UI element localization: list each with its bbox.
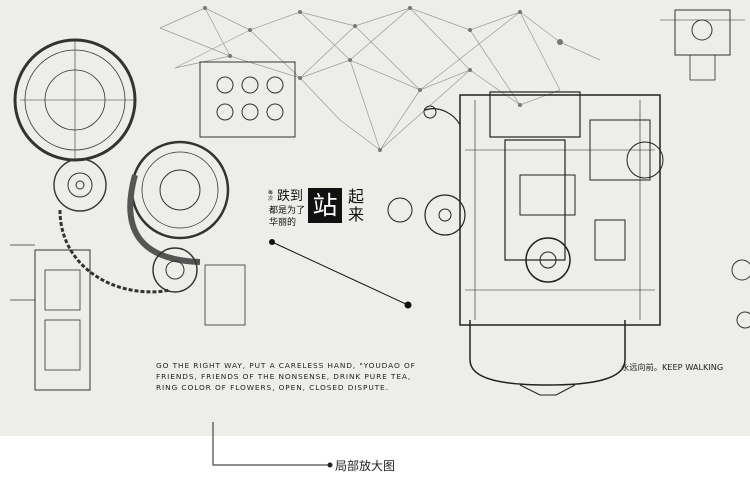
caption: 局部放大图: [335, 459, 396, 473]
slogan-big-chars: 起来: [348, 187, 365, 224]
slogan-block: 每次 跌到 都是为了 华丽的 站 起来: [268, 183, 380, 229]
network-lines-icon: [10, 6, 750, 396]
marker-dot-icon: [327, 462, 333, 468]
tagline: 永远向前。KEEP WALKING: [621, 362, 724, 372]
slogan-line-3: 华丽的: [269, 218, 297, 228]
marker-dot-icon: [404, 301, 412, 309]
engine-drawing-icon: [387, 91, 664, 396]
quote-line-2: friends, friends of the nonsense, drink …: [156, 372, 412, 381]
quote-line-3: ring color of flowers, open, closed disp…: [156, 383, 389, 392]
slogan-line-2: 都是为了: [269, 206, 306, 216]
slogan-small-chars: 每次: [268, 190, 274, 202]
slogan-line-1: 跌到: [277, 189, 304, 204]
marker-dot-icon: [269, 239, 275, 245]
quote-line-1: Go the right way, put a careless hand, "…: [156, 361, 416, 370]
slogan-box-char: 站: [308, 188, 342, 223]
sketch-artwork: 每次 跌到 都是为了 华丽的 站 起来 Go the right way, pu…: [0, 0, 750, 436]
gear-drawing-icon: [10, 38, 296, 391]
english-quote: Go the right way, put a careless hand, "…: [156, 360, 486, 393]
